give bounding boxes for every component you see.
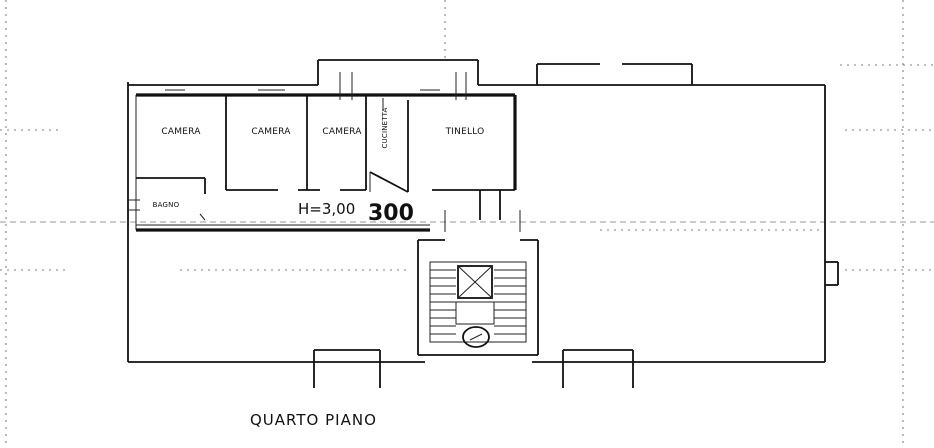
floor-caption: QUARTO PIANO [250, 411, 377, 429]
apartment-walls [128, 72, 521, 232]
room-label-bagno: BAGNO [153, 201, 180, 209]
room-label-camera-1: CAMERA [161, 127, 201, 137]
height-note: H=3,00 [298, 200, 355, 218]
stairwell [417, 239, 539, 356]
room-label-cucinetta: CUCINETTA [381, 107, 389, 148]
room-label-camera-3: CAMERA [322, 127, 362, 137]
height-correction: 300 [368, 201, 414, 226]
room-label-camera-2: CAMERA [251, 127, 291, 137]
building-outline [127, 59, 839, 388]
room-label-tinello: TINELLO [445, 127, 485, 137]
